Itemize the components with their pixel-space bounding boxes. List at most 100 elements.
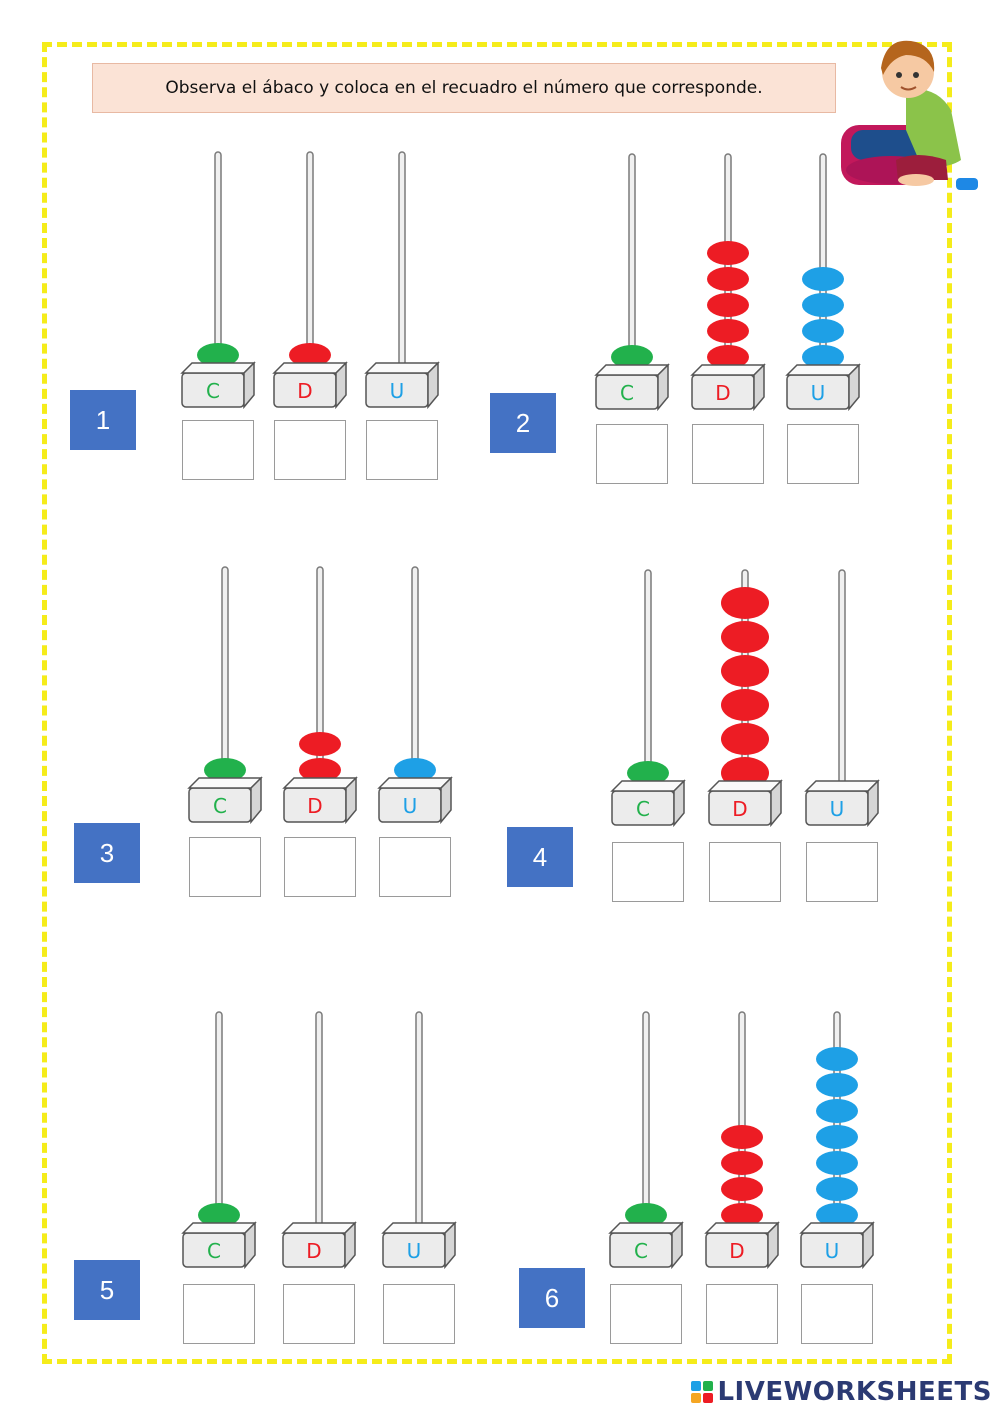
answer-box-d[interactable] (709, 842, 781, 902)
answer-box-u[interactable] (787, 424, 859, 484)
answer-box-u[interactable] (801, 1284, 873, 1344)
rod (411, 566, 419, 783)
instruction-text: Observa el ábaco y coloca en el recuadro… (92, 63, 836, 113)
answer-box-c[interactable] (612, 842, 684, 902)
bead-u (816, 1073, 858, 1097)
rod (838, 569, 846, 786)
bead-d (721, 1151, 763, 1175)
bead-d (707, 293, 749, 317)
bead-u (802, 319, 844, 343)
answer-box-c[interactable] (189, 837, 261, 897)
answer-box-u[interactable] (383, 1284, 455, 1344)
abacus-rod-d: D (707, 569, 783, 828)
bead-d (721, 621, 769, 653)
rod (628, 153, 636, 370)
answer-box-d[interactable] (283, 1284, 355, 1344)
answer-box-c[interactable] (610, 1284, 682, 1344)
column-letter: U (825, 1239, 840, 1263)
rod (642, 1011, 650, 1228)
answer-box-d[interactable] (692, 424, 764, 484)
rod-base (799, 1221, 875, 1270)
abacus-rod-c: C (608, 1011, 684, 1270)
exercise-number-badge: 3 (74, 823, 140, 883)
column-letter: D (306, 1239, 321, 1263)
bead-c (611, 345, 653, 369)
rod (415, 1011, 423, 1228)
column-letter: U (403, 794, 418, 818)
answer-box-d[interactable] (706, 1284, 778, 1344)
answer-box-c[interactable] (596, 424, 668, 484)
bead-d (299, 758, 341, 782)
rod (214, 151, 222, 368)
column-letter: C (207, 1239, 221, 1263)
liveworksheets-footer: LIVEWORKSHEETS (691, 1377, 992, 1407)
bead-d (299, 732, 341, 756)
column-letter: C (634, 1239, 648, 1263)
answer-box-c[interactable] (182, 420, 254, 480)
rod-base (187, 776, 263, 825)
column-letter: D (307, 794, 322, 818)
rod-base (364, 361, 440, 410)
column-letter: D (297, 379, 312, 403)
rod-base (594, 363, 670, 412)
bead-d (721, 1177, 763, 1201)
column-letter: U (407, 1239, 422, 1263)
abacus-rod-u: U (799, 1011, 875, 1270)
bead-d (721, 1203, 763, 1227)
column-letter: D (732, 797, 747, 821)
abacus-rod-u: U (785, 153, 861, 412)
bead-c (198, 1203, 240, 1227)
rod (398, 151, 406, 368)
bead-u (802, 345, 844, 369)
bead-d (707, 345, 749, 369)
bead-d (707, 267, 749, 291)
answer-box-u[interactable] (379, 837, 451, 897)
abacus-rod-d: D (704, 1011, 780, 1270)
column-letter: C (620, 381, 634, 405)
bead-u (816, 1099, 858, 1123)
bead-u (816, 1177, 858, 1201)
bead-c (197, 343, 239, 367)
abacus-rod-u: U (377, 566, 453, 825)
rod-base (785, 363, 861, 412)
bead-u (816, 1047, 858, 1071)
bead-d (721, 587, 769, 619)
abacus-rod-d: D (281, 1011, 357, 1270)
liveworksheets-logo-icon (691, 1381, 714, 1403)
exercise-number-badge: 6 (519, 1268, 585, 1328)
bead-u (816, 1125, 858, 1149)
exercise-number-badge: 4 (507, 827, 573, 887)
rod-base (281, 1221, 357, 1270)
abacus-rod-c: C (610, 569, 686, 828)
rod-base (690, 363, 766, 412)
bead-u (802, 267, 844, 291)
rod (644, 569, 652, 786)
answer-box-u[interactable] (806, 842, 878, 902)
rod-base (704, 1221, 780, 1270)
bead-u (802, 293, 844, 317)
abacus-rod-d: D (272, 151, 348, 410)
bead-u (816, 1203, 858, 1227)
bead-d (721, 1125, 763, 1149)
answer-box-u[interactable] (366, 420, 438, 480)
answer-box-d[interactable] (284, 837, 356, 897)
abacus-rod-c: C (594, 153, 670, 412)
abacus-rod-u: U (364, 151, 440, 410)
column-letter: C (636, 797, 650, 821)
bead-d (721, 689, 769, 721)
bead-u (394, 758, 436, 782)
rod-base (181, 1221, 257, 1270)
rod-base (707, 779, 783, 828)
bead-c (204, 758, 246, 782)
column-letter: D (715, 381, 730, 405)
rod-base (377, 776, 453, 825)
column-letter: U (830, 797, 845, 821)
answer-box-c[interactable] (183, 1284, 255, 1344)
answer-box-d[interactable] (274, 420, 346, 480)
column-letter: C (206, 379, 220, 403)
rod-base (272, 361, 348, 410)
rod-base (282, 776, 358, 825)
bead-d (707, 319, 749, 343)
abacus-rod-c: C (187, 566, 263, 825)
bead-d (289, 343, 331, 367)
